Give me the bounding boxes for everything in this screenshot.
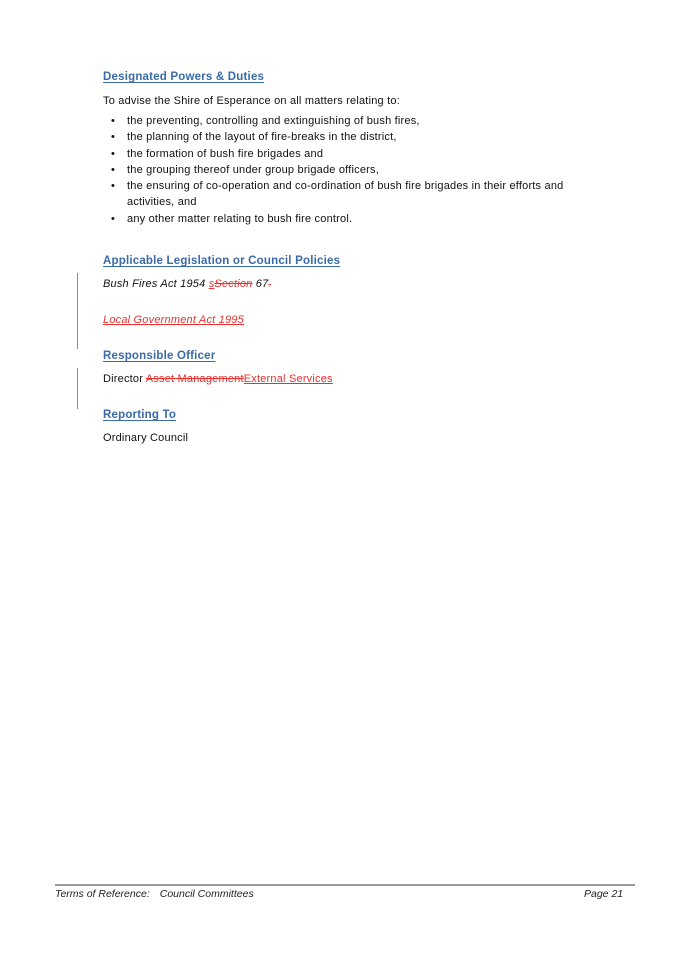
list-item: any other matter relating to bush fire c… <box>103 211 603 228</box>
deleted-text: Section <box>214 278 253 290</box>
legislation-line-2: Local Government Act 1995 <box>103 314 244 326</box>
footer-title: Council Committees <box>159 888 254 900</box>
section-heading-powers: Designated Powers & Duties <box>103 71 265 83</box>
deleted-text: Asset Management <box>145 373 244 385</box>
footer-label: Terms of Reference: <box>55 888 150 900</box>
section-heading-legislation: Applicable Legislation or Council Polici… <box>103 255 341 267</box>
deleted-mark: . <box>268 280 271 289</box>
section-heading-officer: Responsible Officer <box>103 350 216 362</box>
list-item: the planning of the layout of fire-break… <box>103 129 603 146</box>
list-item: the preventing, controlling and extingui… <box>103 113 603 130</box>
footer-divider <box>55 884 635 886</box>
inserted-text: s <box>208 278 215 290</box>
section-heading-reporting: Reporting To <box>103 409 177 421</box>
legislation-line-1: Bush Fires Act 1954 sSection 67. <box>103 278 271 290</box>
page-number: Page 21 <box>584 888 624 900</box>
change-bar <box>77 273 78 349</box>
officer-value: Director Asset ManagementExternal Servic… <box>103 373 333 385</box>
list-item: the ensuring of co-operation and co-ordi… <box>103 178 603 211</box>
inserted-text: Local Government Act 1995 <box>103 314 244 326</box>
legislation-tail-text: 67 <box>252 278 269 290</box>
legislation-base-text: Bush Fires Act 1954 <box>103 278 209 290</box>
officer-base-text: Director <box>103 373 146 385</box>
inserted-text: External Services <box>243 373 333 385</box>
list-item: the grouping thereof under group brigade… <box>103 162 603 179</box>
powers-bullet-list: the preventing, controlling and extingui… <box>103 113 603 227</box>
list-item: the formation of bush fire brigades and <box>103 146 603 163</box>
reporting-value: Ordinary Council <box>103 432 189 444</box>
change-bar <box>77 368 78 409</box>
footer-document-title: Terms of Reference: Council Committees <box>55 888 254 900</box>
powers-intro: To advise the Shire of Esperance on all … <box>103 95 400 107</box>
